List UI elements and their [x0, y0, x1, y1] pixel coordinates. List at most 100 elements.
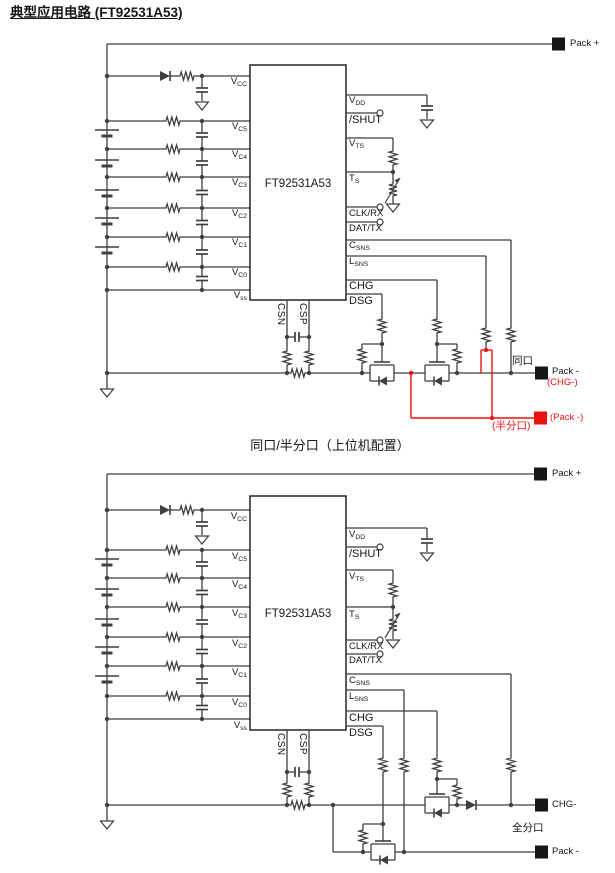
pin-label-lsns-2: LSNS	[349, 692, 368, 704]
pin-label-clkrx-1-main: CLK/RX	[349, 208, 384, 219]
page-title: 典型应用电路 (FT92531A53)	[10, 5, 183, 20]
pin-label-shut-1-main: /SHUT	[349, 114, 382, 126]
pin-label-csns-1: CSNS	[349, 241, 370, 253]
pin-label-vc0-2-main: V	[231, 697, 239, 708]
pin-label-vdd-1-main: V	[349, 95, 356, 106]
pin-label-vcc-1: VCC	[190, 77, 247, 89]
pack-minus-terminal-1	[535, 366, 548, 380]
pin-label-clkrx-2-main: CLK/RX	[349, 641, 384, 652]
pin-label-vc1-1: VC1	[190, 238, 247, 250]
pin-label-ts-2-main: T	[349, 609, 355, 620]
ground-icon	[385, 639, 401, 649]
pin-label-vc2-2-main: V	[231, 638, 239, 649]
pin-label-vc2-1-sub: C2	[238, 213, 247, 220]
port-label-tong-kou: 同口	[512, 355, 533, 367]
port-label-pack-minus-1: Pack -	[552, 366, 579, 377]
pin-label-csns-1-sub: SNS	[355, 245, 370, 252]
pin-label-csns-1-main: C	[349, 240, 356, 251]
circuit2-schematic	[95, 467, 548, 865]
pin-label-vc0-2: VC0	[190, 698, 247, 710]
pin-label-vss-1-main: V	[233, 290, 241, 301]
pin-label-shut-2: /SHUT	[349, 549, 382, 562]
pin-label-vc1-2-main: V	[231, 667, 239, 678]
pin-label-csp-1-main: CSP	[297, 303, 308, 326]
pin-label-vss-1: Vss	[190, 291, 247, 303]
pin-label-clkrx-1: CLK/RX	[349, 209, 383, 221]
pin-label-vc5-2: VC5	[190, 552, 247, 564]
ground-icon	[99, 820, 115, 830]
pin-label-vcc-1-main: V	[230, 76, 238, 87]
pin-label-vc1-2-sub: C1	[238, 672, 247, 679]
pin-label-ts-1: TS	[349, 174, 359, 186]
body-diode-icon	[434, 376, 442, 386]
pin-label-vcc-1-sub: CC	[237, 81, 247, 88]
pin-label-ts-2-sub: S	[354, 614, 360, 621]
pin-label-vc1-2: VC1	[190, 668, 247, 680]
pin-label-vc3-1-sub: C3	[238, 182, 247, 189]
pin-label-csp-2: CSP	[295, 733, 308, 756]
pin-label-vc3-2-main: V	[231, 608, 239, 619]
pin-label-dsg-1: DSG	[349, 296, 373, 309]
pin-label-vdd-1-sub: DD	[355, 100, 366, 107]
pin-label-vts-1: VTS	[349, 139, 364, 151]
pin-label-dsg-2: DSG	[349, 728, 373, 741]
pack-minus-alt-terminal	[534, 411, 547, 425]
pin-label-vss-2-sub: ss	[240, 725, 247, 732]
pin-label-vc0-1-main: V	[231, 267, 239, 278]
ic-name-1: FT92531A53	[264, 178, 332, 190]
circuit1-schematic	[95, 37, 565, 425]
pin-label-vts-2-main: V	[349, 571, 356, 582]
pin-label-vc5-1-main: V	[231, 121, 239, 132]
chg-minus-terminal	[535, 798, 548, 812]
pin-label-vc4-1-main: V	[231, 149, 239, 160]
port-label-pack-minus-red: (Pack -)	[550, 412, 584, 423]
pin-label-clkrx-2: CLK/RX	[349, 642, 383, 654]
pin-label-vdd-2-main: V	[349, 529, 356, 540]
port-label-ban-fen-kou: (半分口)	[492, 420, 531, 432]
port-label-pack-plus-2: Pack +	[552, 468, 582, 479]
pin-label-chg-1-main: CHG	[349, 280, 374, 292]
pin-label-csn-2: CSN	[273, 733, 286, 756]
pin-label-vss-2-main: V	[233, 720, 241, 731]
diode-icon	[160, 71, 170, 81]
pack-plus-terminal-1	[552, 37, 565, 51]
pin-label-vc2-1-main: V	[231, 208, 239, 219]
ground-icon	[419, 119, 435, 129]
pin-label-ts-1-main: T	[349, 173, 355, 184]
pin-label-vc0-2-sub: C0	[238, 702, 247, 709]
pin-label-vc4-1: VC4	[190, 150, 247, 162]
pin-label-vc4-1-sub: C4	[238, 154, 247, 161]
pin-label-csns-2-main: C	[349, 675, 356, 686]
pin-label-vcc-2-main: V	[230, 511, 238, 522]
pin-label-dsg-2-main: DSG	[349, 727, 373, 739]
pin-label-chg-2: CHG	[349, 713, 373, 726]
pin-label-vcc-2: VCC	[190, 512, 247, 524]
pin-label-chg-1: CHG	[349, 281, 373, 294]
pin-label-ts-2: TS	[349, 610, 359, 622]
pin-label-lsns-2-sub: SNS	[354, 696, 369, 703]
pin-label-dattx-2-main: DAT/TX	[349, 655, 383, 666]
pin-label-vc1-1-sub: C1	[238, 242, 247, 249]
pin-label-dattx-1: DAT/TX	[349, 224, 382, 236]
ground-icon	[419, 552, 435, 562]
pin-label-vdd-2-sub: DD	[355, 534, 366, 541]
pin-label-lsns-1: LSNS	[349, 257, 368, 269]
pin-label-vcc-2-sub: CC	[237, 516, 247, 523]
figure-caption: 同口/半分口（上位机配置）	[250, 438, 410, 453]
port-label-chg-minus: CHG-	[552, 799, 577, 810]
body-diode-icon	[434, 808, 442, 818]
pin-label-dattx-2: DAT/TX	[349, 656, 382, 668]
pin-label-lsns-1-main: L	[349, 256, 355, 267]
pin-label-vdd-2: VDD	[349, 530, 365, 542]
pin-label-vts-1-sub: TS	[355, 143, 365, 150]
pin-label-csns-2: CSNS	[349, 676, 370, 688]
pin-label-csp-2-main: CSP	[297, 733, 308, 756]
ic-name-2: FT92531A53	[264, 608, 332, 620]
pin-label-csn-2-main: CSN	[275, 733, 286, 756]
pin-label-dsg-1-main: DSG	[349, 295, 373, 307]
pin-label-csn-1: CSN	[273, 303, 286, 326]
pin-label-vc5-1-sub: C5	[238, 126, 247, 133]
ic-body-2	[249, 495, 347, 731]
pin-label-vc3-2-sub: C3	[238, 613, 247, 620]
